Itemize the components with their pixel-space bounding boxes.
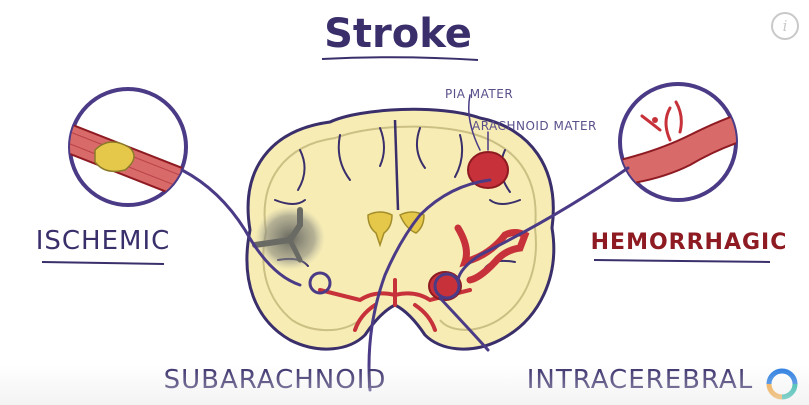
ischemic-magnifier — [60, 89, 200, 205]
pia-mater-label: PIA MATER — [445, 87, 513, 101]
page-title: Stroke — [324, 11, 472, 57]
ischemic-underline — [42, 262, 164, 264]
subarachnoid-label: SUBARACHNOID — [164, 365, 387, 395]
brain-coronal-section — [247, 109, 554, 349]
hemorrhagic-underline — [594, 260, 770, 262]
brand-logo-icon[interactable] — [765, 367, 799, 401]
ischemic-label: ISCHEMIC — [36, 226, 171, 256]
arachnoid-mater-label: ARACHNOID MATER — [472, 119, 597, 133]
hemorrhagic-label: HEMORRHAGIC — [591, 230, 788, 255]
hemorrhagic-magnifier — [620, 84, 745, 200]
intracerebral-label: INTRACEREBRAL — [527, 365, 754, 395]
title-underline — [322, 57, 478, 60]
info-icon[interactable]: i — [771, 12, 799, 40]
